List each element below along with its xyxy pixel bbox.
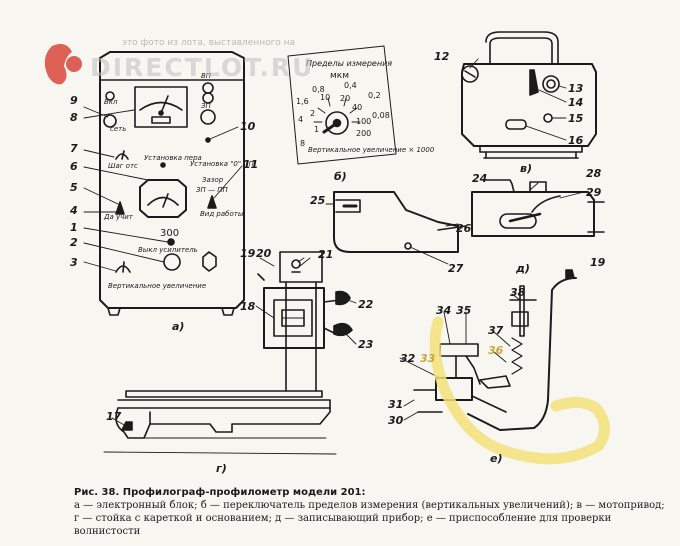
- callout-38: 38: [510, 286, 526, 299]
- range-0-2: 0,2: [368, 91, 381, 100]
- panel-v-motor-drive: [461, 31, 597, 159]
- range-title: Пределы измерения: [306, 59, 392, 68]
- panel-e-label: е): [490, 452, 503, 465]
- callout-37: 37: [488, 324, 504, 337]
- callout-27: 27: [448, 262, 464, 275]
- callout-16: 16: [568, 134, 584, 147]
- range-40: 40: [352, 103, 362, 112]
- label-vkl: Вкл: [104, 98, 118, 106]
- callout-6: 6: [70, 160, 78, 173]
- panel-b-range-switch: [287, 45, 397, 165]
- callout-21: 21: [318, 248, 333, 261]
- callout-23: 23: [358, 338, 374, 351]
- callout-11: 11: [243, 158, 258, 171]
- callout-32: 32: [400, 352, 416, 365]
- range-caption: Вертикальное увеличение × 1000: [308, 146, 435, 154]
- range-0-08: 0,08: [372, 111, 390, 120]
- range-200: 200: [356, 129, 371, 138]
- panel-b-texts: Пределы измерения мкм 0,8 0,4 0,2 0,08 1…: [296, 59, 435, 183]
- callout-34: 34: [436, 304, 451, 317]
- label-vert: Вертикальное увеличение: [108, 282, 206, 290]
- callout-19-e: 19: [590, 256, 606, 269]
- callout-2: 2: [70, 236, 78, 249]
- range-unit: мкм: [330, 71, 349, 81]
- watermark-text: это фото из лота, выставленного на: [122, 38, 296, 48]
- callout-22: 22: [358, 298, 374, 311]
- panel-g-column-with-carriage: [103, 251, 357, 455]
- callout-18: 18: [240, 300, 256, 313]
- label-zazor: Зазор: [202, 176, 224, 184]
- panel-v-texts: 12 13 14 15 16 в): [434, 50, 584, 175]
- callout-28: 28: [586, 167, 602, 180]
- callout-25: 25: [310, 194, 326, 207]
- panel-b-label: б): [334, 170, 347, 183]
- label-vykl: Выкл усилитель: [138, 246, 198, 254]
- label-set: сеть: [110, 125, 126, 133]
- callout-29: 29: [586, 186, 602, 199]
- range-1-6: 1,6: [296, 97, 309, 106]
- label-zp: ЗП: [201, 102, 211, 110]
- label-vid-raboty: Вид работы: [200, 210, 244, 218]
- callout-33: 33: [420, 352, 436, 365]
- panel-v-label: в): [520, 162, 532, 175]
- figure-caption: Рис. 38. Профилограф-профилометр модели …: [74, 486, 670, 538]
- label-300: 300: [160, 228, 179, 239]
- callout-26: 26: [456, 222, 472, 235]
- range-0-4: 0,4: [344, 81, 357, 90]
- range-4: 4: [298, 115, 303, 124]
- callout-15: 15: [568, 112, 584, 125]
- panel-g-label: г): [216, 462, 227, 475]
- label-vp: ВП: [201, 72, 212, 80]
- panel-e-texts: 19 30 31 32 33 34 35 36 37 38 е): [388, 256, 606, 465]
- panel-d-label: д): [515, 262, 530, 275]
- panel-g-texts: 17 18 19 20 21 22 23 г): [106, 247, 374, 475]
- panel-a-electronic-block: [83, 51, 245, 316]
- callout-14: 14: [568, 96, 583, 109]
- range-2: 2: [310, 109, 315, 118]
- meter-window: [134, 86, 188, 128]
- panel-d-recording-device: [325, 179, 605, 265]
- callout-9: 9: [70, 94, 78, 107]
- callout-12: 12: [434, 50, 450, 63]
- panel-a-label: а): [172, 320, 184, 333]
- range-10: 10: [320, 93, 330, 102]
- callout-1: 1: [70, 221, 78, 234]
- caption-title: Рис. 38. Профилограф-профилометр модели …: [74, 487, 366, 498]
- panel-a-texts: Вкл сеть ВП ЗП Шаг отс Установка пера Ус…: [69, 72, 258, 333]
- callout-36: 36: [488, 344, 504, 357]
- callout-7: 7: [70, 142, 78, 155]
- watermark-brand: DIRECTLOT.RU: [90, 53, 315, 82]
- callout-10: 10: [240, 120, 256, 133]
- callout-24: 24: [472, 172, 487, 185]
- callout-4: 4: [69, 204, 78, 217]
- label-ust-pera: Установка пера: [144, 154, 202, 162]
- label-da-uchit: Да учит: [103, 213, 134, 221]
- watermark-squirrel-icon: [44, 44, 82, 85]
- callout-13: 13: [568, 82, 584, 95]
- callout-8: 8: [70, 111, 78, 124]
- range-8: 8: [300, 139, 305, 148]
- callout-35: 35: [456, 304, 472, 317]
- label-shag: Шаг отс: [108, 162, 138, 170]
- panel-d-texts: 24 25 26 27 28 29 д): [310, 167, 602, 275]
- range-100: 100: [356, 117, 371, 126]
- caption-text: а — электронный блок; б — переключатель …: [74, 500, 665, 537]
- highlight-stroke: [429, 316, 610, 465]
- range-20: 20: [340, 94, 350, 103]
- callout-5: 5: [70, 181, 78, 194]
- label-ust-0: Установка "0" ПП: [190, 160, 255, 168]
- callout-30: 30: [388, 414, 404, 427]
- callout-20: 20: [256, 247, 272, 260]
- callout-17: 17: [106, 410, 122, 423]
- range-0-8: 0,8: [312, 85, 325, 94]
- callout-31: 31: [388, 398, 403, 411]
- label-zp-pp: ЗП — ПП: [196, 186, 228, 194]
- callout-3: 3: [70, 256, 78, 269]
- callout-19: 19: [240, 247, 256, 260]
- range-1: 1: [314, 125, 319, 134]
